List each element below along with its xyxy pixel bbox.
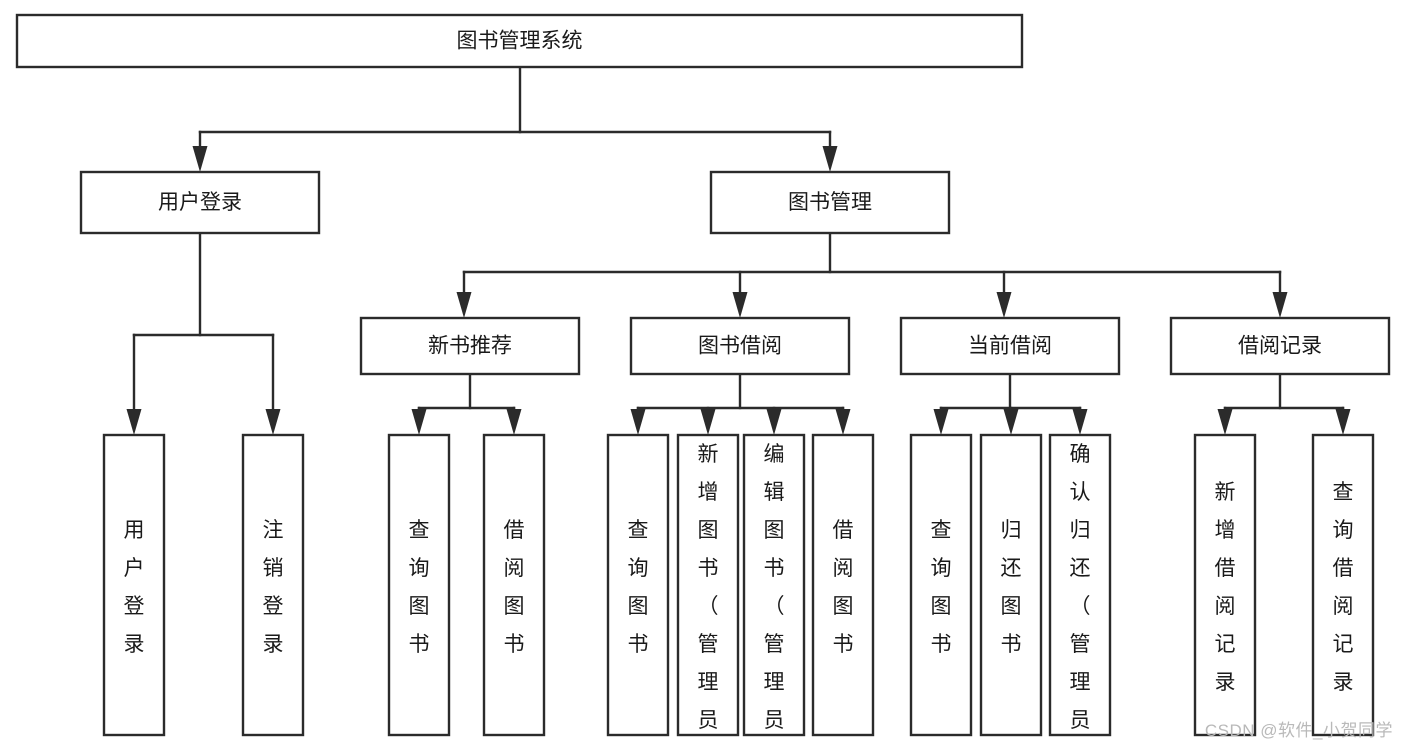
node-outline <box>482 433 546 737</box>
node-outline <box>102 433 166 737</box>
node-label: 图书管理系统 <box>457 30 583 53</box>
node-outline <box>979 433 1043 737</box>
connector-root-to-level2 <box>192 65 838 172</box>
node-label: 当前借阅 <box>968 335 1052 358</box>
node-label: 确认归还（管理员） <box>1070 443 1091 747</box>
node-outline <box>899 316 1121 376</box>
node-level2-0[interactable]: 用户登录 <box>79 170 321 235</box>
csdn-watermark: CSDN @软件_小贺同学 <box>1204 721 1393 740</box>
connector-user-login-to-leaves <box>126 231 281 435</box>
node-label: 借阅记录 <box>1238 335 1322 358</box>
node-leaf-8[interactable]: 查询图书 <box>909 433 973 737</box>
node-leaf-12[interactable]: 查询借阅记录 <box>1311 433 1375 737</box>
arrow-head-icon <box>456 292 472 318</box>
node-outline <box>241 433 305 737</box>
node-level2-1[interactable]: 图书管理 <box>709 170 951 235</box>
node-outline <box>811 433 875 737</box>
node-outline <box>676 433 740 737</box>
node-level3-2[interactable]: 当前借阅 <box>899 316 1121 376</box>
node-leaf-9[interactable]: 归还图书 <box>979 433 1043 737</box>
node-level3-3[interactable]: 借阅记录 <box>1169 316 1391 376</box>
node-leaf-4[interactable]: 查询图书 <box>606 433 670 737</box>
node-label: 新书推荐 <box>428 335 512 358</box>
node-outline <box>387 433 451 737</box>
node-leaf-0[interactable]: 用户登录 <box>102 433 166 737</box>
node-level3-0[interactable]: 新书推荐 <box>359 316 581 376</box>
node-label: 借阅图书 <box>504 519 525 656</box>
arrow-head-icon <box>1217 409 1233 435</box>
node-label: 注销登录 <box>263 519 284 656</box>
node-outline <box>1048 433 1112 737</box>
node-level3-1[interactable]: 图书借阅 <box>629 316 851 376</box>
node-label: 图书管理 <box>788 191 872 214</box>
arrow-head-icon <box>630 409 646 435</box>
node-outline <box>909 433 973 737</box>
arrow-head-icon <box>192 146 208 172</box>
node-leaf-3[interactable]: 借阅图书 <box>482 433 546 737</box>
node-outline <box>15 13 1024 69</box>
arrow-head-icon <box>506 409 522 435</box>
arrow-head-icon <box>1003 409 1019 435</box>
node-label: 查询图书 <box>628 519 649 656</box>
connector-new-book-to-leaves <box>411 372 522 435</box>
node-label: 编辑图书（管理员） <box>764 443 785 747</box>
node-leaf-2[interactable]: 查询图书 <box>387 433 451 737</box>
node-leaf-1[interactable]: 注销登录 <box>241 433 305 737</box>
node-label: 新增借阅记录 <box>1215 481 1236 694</box>
arrow-head-icon <box>933 409 949 435</box>
arrow-head-icon <box>996 292 1012 318</box>
connector-book-mgmt-to-level3 <box>456 231 1288 318</box>
arrow-head-icon <box>411 409 427 435</box>
node-label: 用户登录 <box>124 519 145 656</box>
node-leaf-7[interactable]: 借阅图书 <box>811 433 875 737</box>
arrow-head-icon <box>265 409 281 435</box>
arrow-head-icon <box>700 409 716 435</box>
arrow-head-icon <box>822 146 838 172</box>
node-outline <box>742 433 806 737</box>
node-label: 借阅图书 <box>833 519 854 656</box>
node-outline <box>79 170 321 235</box>
node-leaf-11[interactable]: 新增借阅记录 <box>1193 433 1257 737</box>
arrow-head-icon <box>1272 292 1288 318</box>
node-outline <box>1169 316 1391 376</box>
arrow-head-icon <box>835 409 851 435</box>
node-leaf-10[interactable]: 确认归还（管理员） <box>1048 433 1112 747</box>
node-leaf-5[interactable]: 新增图书（管理员） <box>676 433 740 747</box>
node-label: 查询借阅记录 <box>1333 481 1354 694</box>
node-leaf-6[interactable]: 编辑图书（管理员） <box>742 433 806 747</box>
node-label: 新增图书（管理员） <box>698 443 719 747</box>
node-root[interactable]: 图书管理系统 <box>15 13 1024 69</box>
node-label: 查询图书 <box>409 519 430 656</box>
node-outline <box>1311 433 1375 737</box>
connector-current-borrow-to-leaves <box>933 372 1088 435</box>
arrow-head-icon <box>766 409 782 435</box>
arrow-head-icon <box>732 292 748 318</box>
connector-borrow-record-to-leaves <box>1217 372 1351 435</box>
arrow-head-icon <box>1072 409 1088 435</box>
arrow-head-icon <box>1335 409 1351 435</box>
node-outline <box>1193 433 1257 737</box>
node-label: 查询图书 <box>931 519 952 656</box>
connector-borrow-book-to-leaves <box>630 372 851 435</box>
node-label: 图书借阅 <box>698 335 782 358</box>
arrow-head-icon <box>126 409 142 435</box>
node-label: 归还图书 <box>1001 519 1022 656</box>
node-label: 用户登录 <box>158 191 242 214</box>
node-outline <box>629 316 851 376</box>
node-outline <box>359 316 581 376</box>
node-outline <box>709 170 951 235</box>
node-outline <box>606 433 670 737</box>
